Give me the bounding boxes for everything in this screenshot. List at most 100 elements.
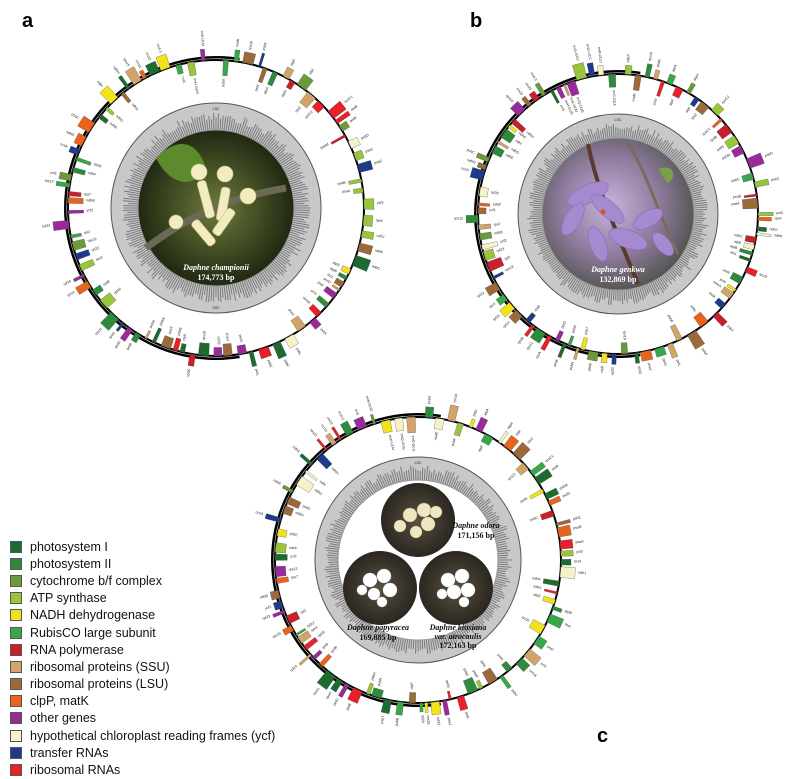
gene-block — [353, 188, 363, 194]
gene-label: psaA — [575, 539, 584, 544]
gene-block — [510, 101, 525, 116]
gene-block — [296, 476, 314, 492]
gene-label: ndhH — [526, 130, 535, 139]
species-name-papyracea: Daphne papyracea — [346, 623, 409, 632]
legend-label: photosystem II — [30, 557, 111, 571]
gene-label: accD — [521, 615, 530, 623]
gene-block — [633, 75, 641, 91]
species-name-b: Daphne genkwa — [590, 265, 645, 274]
gene-label: trnH-GUG — [193, 78, 200, 95]
gene-label: ycf1 — [489, 208, 496, 212]
gene-block — [310, 318, 322, 330]
gene-label: rpl36 — [517, 336, 525, 345]
gene-label: rpl23 — [496, 247, 505, 253]
gene-block — [555, 330, 563, 341]
gene-label: ndhC — [533, 584, 543, 590]
gene-label: rpl16 — [492, 314, 501, 322]
gene-label: ndhG — [510, 147, 520, 155]
gene-block — [338, 272, 347, 279]
gene-label: psbM — [559, 483, 569, 490]
gene-label: ndhI — [319, 480, 327, 487]
legend-swatch — [10, 764, 22, 776]
gene-block — [243, 52, 256, 65]
gene-label: rrn4.5 — [529, 72, 537, 82]
gene-label: rps7 — [84, 192, 91, 197]
gene-block — [724, 136, 738, 150]
gene-label: ndhD — [65, 130, 75, 138]
gene-label: rps15 — [505, 94, 514, 103]
gene-label: psbF — [283, 359, 290, 369]
gene-label: psaJ — [647, 363, 652, 371]
gene-label: rrn23 — [145, 52, 152, 61]
gene-label: clpP — [410, 682, 414, 690]
gene-label: psbZ — [374, 159, 384, 165]
gene-block — [516, 658, 530, 672]
legend-swatch — [10, 695, 22, 707]
gene-label: psbC — [365, 147, 375, 154]
gene-label: psbD — [764, 151, 774, 158]
gene-label: psbH — [149, 319, 157, 329]
gene-block — [745, 235, 756, 243]
gene-label: rps3 — [95, 255, 103, 261]
gene-block — [425, 407, 434, 418]
gene-block — [561, 550, 574, 556]
gene-label: atpF — [477, 444, 484, 453]
gene-label: petN — [349, 116, 358, 124]
gene-label: atpB — [564, 609, 573, 615]
gene-label: psbD — [562, 491, 572, 498]
gene-label: ndhD — [467, 158, 477, 165]
gene-block — [717, 124, 732, 139]
legend-swatch — [10, 730, 22, 742]
gene-label: ycf1 — [50, 170, 57, 175]
gene-block — [407, 417, 416, 433]
gene-label: ndhG — [314, 488, 324, 496]
gene-label: psaC — [302, 504, 312, 511]
gene-label: rbcL — [564, 622, 572, 628]
gene-label: rpoC1 — [344, 95, 354, 104]
gene-label: petL — [464, 712, 470, 720]
gene-label: rpoA — [535, 350, 542, 359]
gene-label: rrn4.5 — [337, 410, 345, 420]
panel-letter-c: c — [597, 725, 608, 747]
gene-label: rrn4.5 — [156, 43, 163, 53]
gene-label: petA — [708, 291, 717, 299]
gene-label: rpl22 — [91, 246, 100, 252]
legend-swatch — [10, 575, 22, 587]
gene-label: psbE — [267, 359, 274, 369]
legend-label: cytochrome b/f complex — [30, 574, 162, 588]
legend-item: cytochrome b/f complex — [10, 572, 330, 589]
gene-label: psbZ — [771, 176, 780, 182]
gene-label: rpl23 — [42, 224, 50, 229]
gene-label: psaA — [731, 202, 740, 207]
gene-block — [358, 243, 373, 255]
gc-bar — [211, 119, 212, 130]
gene-label: ndhA — [131, 102, 140, 112]
gene-block — [258, 68, 267, 83]
gene-block — [653, 70, 660, 80]
gene-block — [121, 92, 131, 103]
gene-block — [180, 343, 186, 352]
gene-block — [657, 81, 665, 97]
gene-label: psbC — [529, 515, 539, 522]
gene-label: psbC — [731, 177, 741, 183]
gc-bar — [127, 212, 138, 213]
legend-item: ribosomal proteins (LSU) — [10, 676, 330, 693]
gene-block — [100, 86, 118, 104]
gene-block — [687, 83, 696, 94]
gene-block — [476, 417, 488, 432]
gene-label: psaB — [733, 194, 742, 199]
gene-block — [223, 343, 232, 355]
gene-block — [478, 203, 490, 207]
gene-label: atpF — [668, 97, 675, 106]
gene-label: ccsA — [255, 510, 264, 516]
gene-block — [76, 157, 91, 165]
gc-bar — [413, 467, 414, 480]
gene-label: rps15 — [122, 57, 130, 67]
gene-block — [431, 701, 441, 714]
gene-block — [469, 419, 475, 428]
legend-item: ATP synthase — [10, 590, 330, 607]
gene-label: rpl32 — [289, 532, 298, 537]
gene-label: rps12 — [44, 179, 54, 184]
gene-label: trnH-GUG — [365, 395, 374, 412]
gene-block — [285, 334, 299, 348]
